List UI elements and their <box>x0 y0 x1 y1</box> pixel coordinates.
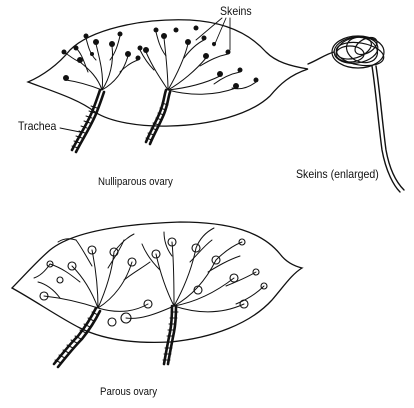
parous-ovary <box>12 222 302 367</box>
nulliparous-ovary-caption: Nulliparous ovary <box>98 176 173 189</box>
parous-ovary-caption: Parous ovary <box>100 386 157 399</box>
nulliparous-ovary <box>28 18 308 152</box>
nulliparous-ovary-outline <box>28 20 308 126</box>
nulliparous-trachea <box>72 90 170 152</box>
trachea-label: Trachea <box>18 120 56 133</box>
skeins-enlarged-caption: Skeins (enlarged) <box>296 168 379 181</box>
trachea-pointer-line <box>60 128 80 132</box>
skeins-label: Skeins <box>220 5 252 18</box>
parous-trachea <box>54 306 176 367</box>
nulliparous-skeins <box>62 26 259 90</box>
parous-trachea-bands <box>55 312 178 363</box>
parous-dilatations <box>40 238 267 326</box>
nulliparous-tracheoles-left <box>64 36 138 90</box>
parous-ovary-outline <box>12 222 302 342</box>
